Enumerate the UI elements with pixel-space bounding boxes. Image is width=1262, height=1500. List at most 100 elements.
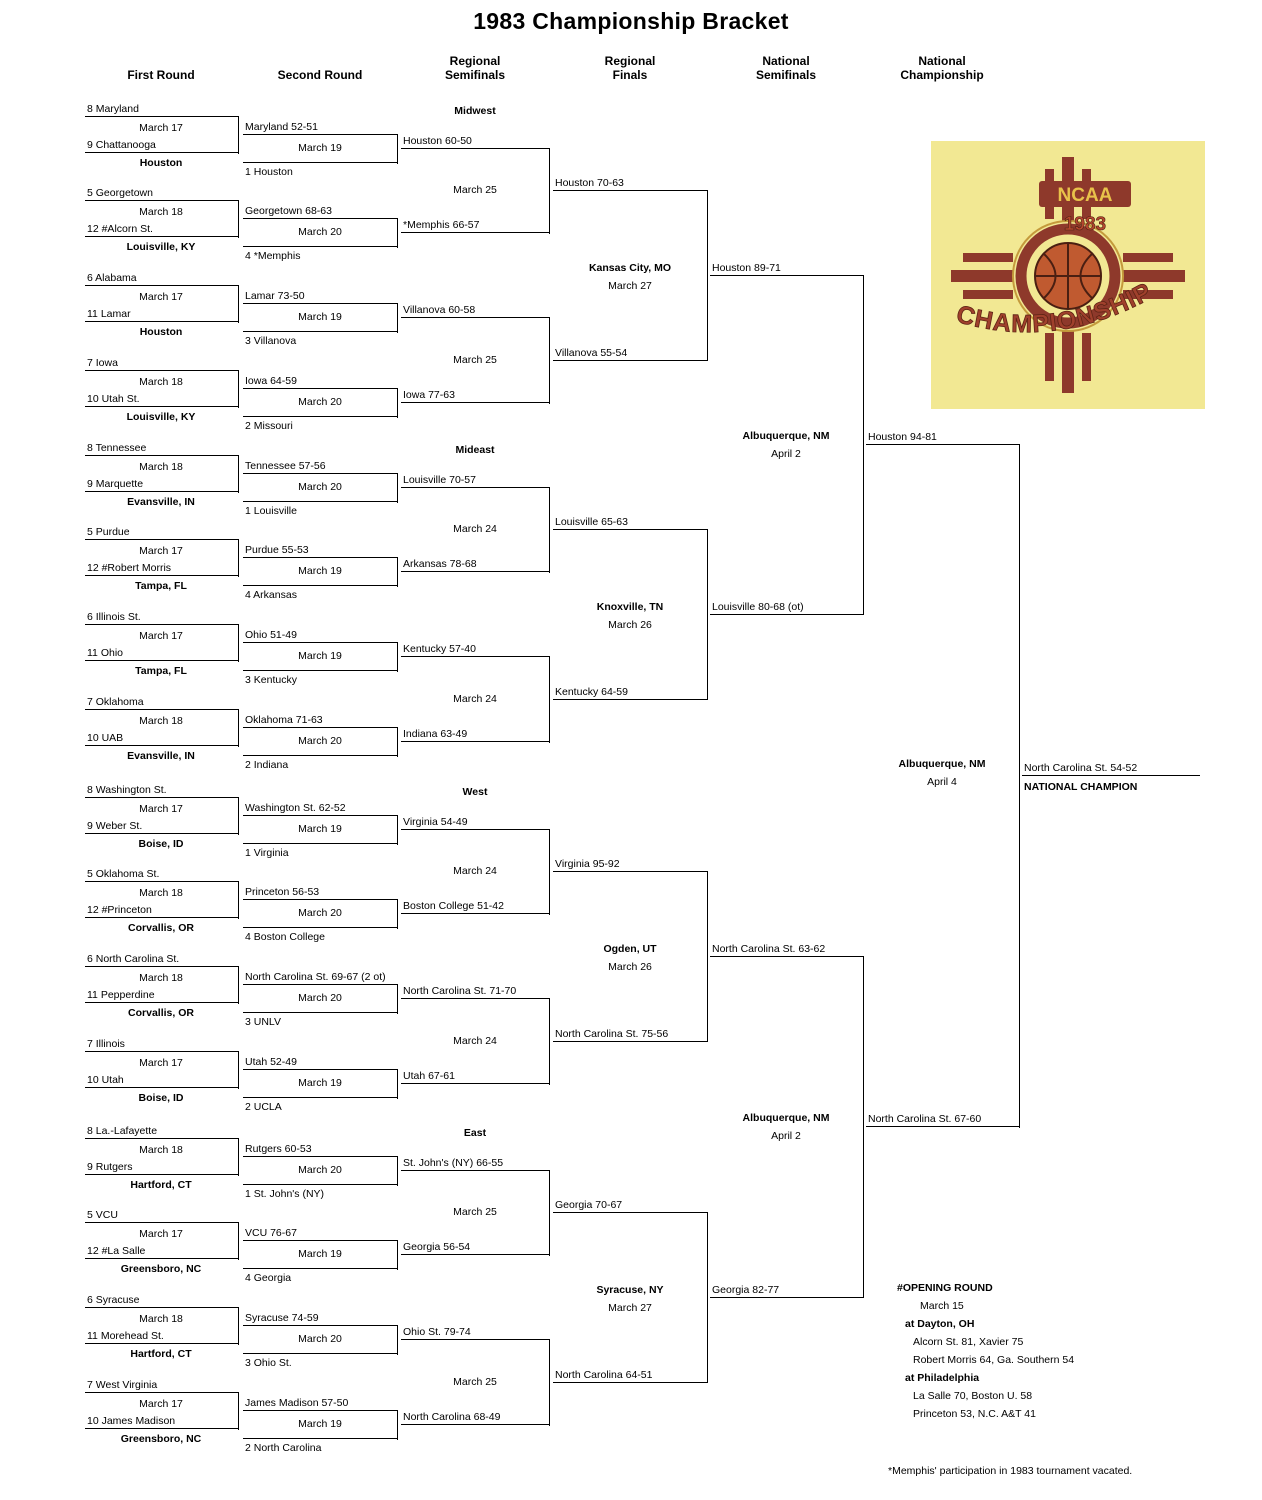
ncaa-plate	[1039, 181, 1131, 207]
game-site-label: Tampa, FL	[135, 665, 187, 677]
region-label: East	[463, 1127, 487, 1139]
bye-team-label: 2 Missouri	[245, 420, 293, 432]
team-label: 12 #Princeton	[87, 904, 152, 916]
second-round-line	[243, 670, 397, 671]
national-champion-label: NATIONAL CHAMPION	[1024, 781, 1138, 794]
first-round-line	[85, 152, 238, 153]
bracket-connector	[549, 148, 550, 234]
first-round-line	[85, 966, 238, 967]
second-round-result: Oklahoma 71-63	[245, 714, 323, 726]
team-label: 7 Illinois	[87, 1038, 125, 1050]
first-round-line	[85, 917, 238, 918]
bracket-connector	[863, 955, 864, 1299]
first-round-line	[85, 406, 238, 407]
bracket-connector	[238, 1307, 239, 1345]
bracket-connector	[397, 727, 398, 757]
semifinal-team: Villanova 60-58	[403, 304, 476, 316]
first-round-line	[85, 321, 238, 322]
regional-final-site: Knoxville, TN	[596, 600, 664, 613]
column-header-second-round: Second Round	[277, 68, 363, 82]
game-site-label: Greensboro, NC	[120, 1433, 202, 1445]
second-round-line	[243, 727, 397, 728]
bye-team-label: 1 Virginia	[245, 847, 289, 859]
regional-final-line	[553, 190, 707, 191]
game-date-label: March 17	[139, 545, 183, 557]
second-round-result: Syracuse 74-59	[245, 1312, 319, 1324]
game-site-label: Houston	[139, 157, 183, 169]
semifinal-team: Houston 60-50	[403, 135, 472, 147]
second-round-line	[243, 162, 397, 163]
logo-ncaa-text: NCAA	[1058, 185, 1113, 206]
page-title: 1983 Championship Bracket	[473, 8, 789, 34]
bye-team-label: 3 Villanova	[245, 335, 297, 347]
national-semifinal-line	[710, 1296, 863, 1298]
game-date-label: March 17	[139, 1228, 183, 1240]
first-round-line	[85, 370, 238, 371]
second-round-line	[243, 1069, 397, 1070]
bye-team-label: 4 Arkansas	[245, 589, 297, 601]
second-round-result: Georgetown 68-63	[245, 205, 332, 217]
team-label: 8 Washington St.	[87, 784, 167, 796]
team-label: 10 UAB	[87, 732, 124, 744]
logo-year-text: 1983	[1064, 214, 1106, 235]
game-date-label: March 18	[139, 1313, 183, 1325]
second-round-line	[243, 557, 397, 558]
second-round-line	[243, 1438, 397, 1439]
bracket-connector	[397, 303, 398, 333]
first-round-line	[85, 1002, 238, 1003]
bracket-connector	[397, 1410, 398, 1440]
team-label: 6 North Carolina St.	[87, 953, 180, 965]
team-label: 5 Purdue	[87, 526, 130, 538]
bye-team-label: 1 Houston	[245, 166, 293, 178]
second-round-line	[243, 899, 397, 900]
second-round-line	[243, 815, 397, 816]
bracket-connector	[397, 1325, 398, 1355]
semifinal-line	[401, 571, 549, 572]
game-date-label: March 19	[298, 1248, 342, 1260]
team-label: 9 Rutgers	[87, 1161, 133, 1173]
semifinal-team: Kentucky 57-40	[403, 643, 476, 655]
game-site-label: Boise, ID	[138, 838, 184, 850]
bye-team-label: 3 Ohio St.	[245, 1357, 292, 1369]
semifinal-team: Arkansas 78-68	[403, 558, 477, 570]
semifinal-line	[401, 317, 549, 318]
bracket-connector	[397, 1069, 398, 1099]
game-date-label: March 18	[139, 972, 183, 984]
bracket-connector	[238, 797, 239, 835]
regional-finalist: North Carolina 64-51	[555, 1368, 653, 1381]
game-date-label: March 19	[298, 311, 342, 323]
national-semifinal-site: Albuquerque, NM	[742, 1112, 830, 1125]
first-round-line	[85, 624, 238, 625]
team-label: 8 La.-Lafayette	[87, 1125, 158, 1137]
second-round-result: Maryland 52-51	[245, 121, 318, 133]
second-round-line	[243, 416, 397, 417]
regional-finalist: Villanova 55-54	[555, 346, 628, 359]
semifinal-team: North Carolina St. 71-70	[403, 985, 517, 997]
bracket-connector	[397, 134, 398, 164]
team-label: 12 #La Salle	[87, 1245, 146, 1257]
game-site-label: Louisville, KY	[126, 411, 196, 423]
regional-final-date: March 26	[608, 960, 652, 973]
column-header-regional-finals: Regional Finals	[604, 54, 656, 82]
game-date-label: March 25	[453, 1375, 497, 1388]
semifinal-line	[401, 656, 549, 657]
opening-round-game: Alcorn St. 81, Xavier 75	[913, 1336, 1024, 1348]
bracket-connector	[707, 1212, 708, 1383]
semifinal-team: Utah 67-61	[403, 1070, 455, 1082]
game-site-label: Evansville, IN	[127, 496, 195, 508]
regional-final-line	[553, 1040, 707, 1042]
first-round-line	[85, 833, 238, 834]
bye-team-label: 4 Georgia	[245, 1272, 292, 1284]
team-label: 7 West Virginia	[87, 1379, 158, 1391]
bracket-connector	[238, 1222, 239, 1260]
semifinal-team: Virginia 54-49	[403, 816, 468, 828]
regional-final-line	[553, 1381, 707, 1383]
game-date-label: March 20	[298, 735, 342, 747]
second-round-result: James Madison 57-50	[245, 1397, 349, 1409]
champion-line	[1022, 775, 1200, 777]
game-date-label: March 18	[139, 1144, 183, 1156]
bye-team-label: 2 North Carolina	[245, 1442, 322, 1454]
opening-round-date: March 15	[920, 1300, 964, 1312]
second-round-result: Purdue 55-53	[245, 544, 309, 556]
ncaa-1983-logo: NCAA 1983 CHAMPIONSHIP	[931, 141, 1205, 409]
